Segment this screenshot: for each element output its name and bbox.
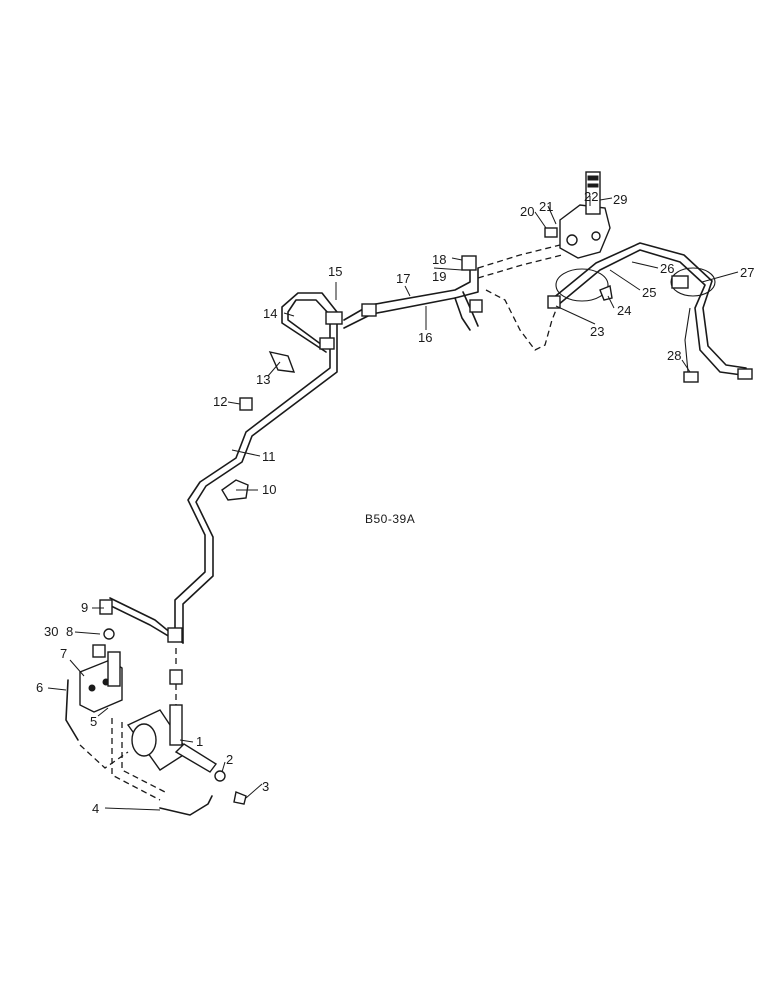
callout-25: 25	[642, 285, 656, 300]
control-block-7	[79, 651, 123, 713]
line-clamp-27	[671, 275, 689, 289]
fitting-30	[92, 644, 106, 658]
callout-2: 2	[226, 752, 233, 767]
fittings	[92, 311, 343, 685]
clip-13	[268, 351, 296, 373]
drawing-reference: B50-39A	[365, 512, 415, 526]
hose-6	[65, 679, 129, 769]
fitting-28	[683, 371, 699, 383]
callout-21: 21	[539, 199, 553, 214]
clip-3	[233, 791, 247, 805]
fitting-9	[99, 599, 113, 615]
callout-3: 3	[262, 779, 269, 794]
callouts: 1 2 3 4 5 6 7 8 9 10 11 12 13 14 15 16 1…	[36, 189, 754, 816]
washer-8	[103, 628, 115, 640]
fitting-28b	[737, 368, 753, 380]
callout-22: 22	[584, 189, 598, 204]
pipe-line-11	[104, 292, 338, 644]
callout-10: 10	[262, 482, 276, 497]
return-line-dashed	[485, 289, 561, 351]
callout-16: 16	[418, 330, 432, 345]
connector-fitting	[469, 299, 483, 313]
callout-14: 14	[263, 306, 277, 321]
callout-18: 18	[432, 252, 446, 267]
callout-4: 4	[92, 801, 99, 816]
callout-15: 15	[328, 264, 342, 279]
callout-9: 9	[81, 600, 88, 615]
callout-11: 11	[262, 449, 276, 464]
callout-6: 6	[36, 680, 43, 695]
line-clamp	[361, 303, 377, 317]
callout-30: 30	[44, 624, 58, 639]
pressure-line-dashed-2	[477, 254, 563, 279]
callout-19: 19	[432, 269, 446, 284]
pressure-line-dashed	[477, 237, 571, 269]
callout-23: 23	[590, 324, 604, 339]
steering-cylinder-1	[126, 704, 226, 782]
callout-27: 27	[740, 265, 754, 280]
steering-valve	[544, 171, 611, 259]
fitting-23	[547, 295, 561, 309]
callout-17: 17	[396, 271, 410, 286]
callout-20: 20	[520, 204, 534, 219]
valve-fitting-20	[544, 227, 558, 238]
elbow-fitting	[167, 627, 183, 643]
callout-13: 13	[256, 372, 270, 387]
fitting-24	[599, 285, 613, 301]
pipe-line-16-17	[343, 255, 483, 331]
callout-1: 1	[196, 734, 203, 749]
clip-10	[221, 479, 249, 501]
connector-fitting-lower	[169, 669, 183, 685]
callout-26: 26	[660, 261, 674, 276]
callout-7: 7	[60, 646, 67, 661]
callout-8: 8	[66, 624, 73, 639]
callout-24: 24	[617, 303, 631, 318]
pipe-line-25-26	[547, 242, 753, 383]
bolt-12	[239, 397, 253, 411]
hose-4	[111, 718, 247, 816]
callout-5: 5	[90, 714, 97, 729]
tee-fitting	[461, 255, 477, 271]
callout-29: 29	[613, 192, 627, 207]
leader-lines	[47, 196, 739, 811]
callout-12: 12	[213, 394, 227, 409]
callout-28: 28	[667, 348, 681, 363]
nut-2	[214, 770, 226, 782]
